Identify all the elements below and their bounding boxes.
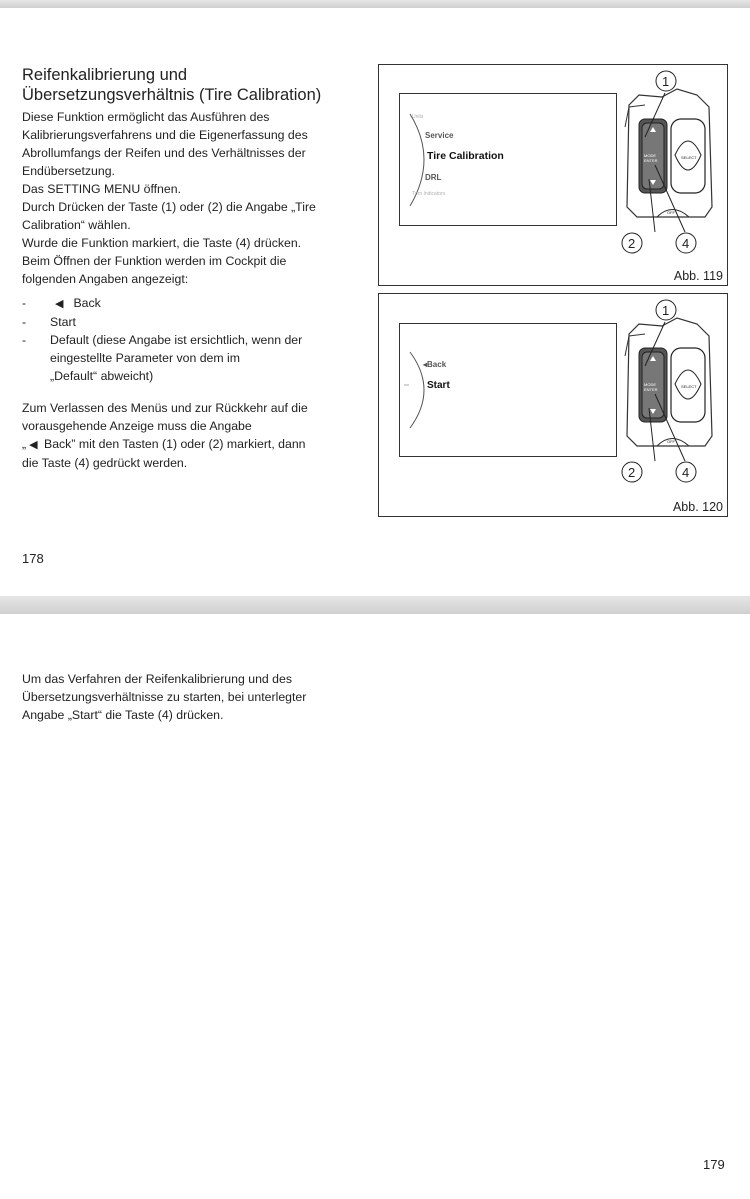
menu-item-units: Units	[412, 114, 424, 120]
text-line: Abrollumfangs der Reifen und des Verhält…	[22, 146, 306, 160]
list-item-default: - Default (diese Angabe ist ersichtlich,…	[22, 331, 372, 385]
start-paragraph: Um das Verfahren der Reifenkalibrierung …	[22, 670, 382, 724]
text-line: Um das Verfahren der Reifenkalibrierung …	[22, 672, 293, 686]
dashboard-display: Units Service Tire Calibration DRL Turn …	[399, 93, 617, 226]
dashboard-display: ◂Back Start	[399, 323, 617, 457]
intro-paragraph: Diese Funktion ermöglicht das Ausführen …	[22, 108, 372, 288]
menu-item-service: Service	[425, 131, 454, 140]
text-line: folgenden Angaben angezeigt:	[22, 272, 189, 286]
page-top-separator	[0, 0, 750, 8]
list-item-label: „Default“ abweicht)	[50, 369, 154, 383]
list-item-label: Back	[73, 296, 101, 310]
callout-4: 4	[682, 465, 689, 480]
list-item-back: - ◀ Back	[22, 294, 372, 313]
back-arrow-icon: ◀	[29, 439, 38, 451]
text-fragment: Back” mit den Tasten (1) oder (2) markie…	[40, 437, 306, 451]
text-line: Wurde die Funktion markiert, die Taste (…	[22, 236, 302, 250]
callout-2: 2	[628, 236, 635, 251]
text-line: Durch Drücken der Taste (1) oder (2) die…	[22, 200, 316, 214]
switch-off-label: OFF	[667, 210, 676, 215]
menu-item-start: Start	[427, 380, 450, 391]
list-dash: -	[22, 333, 27, 347]
switch-enter-label: ENTER	[644, 387, 658, 392]
text-line: die Taste (4) gedrückt werden.	[22, 456, 188, 470]
text-line: Beim Öffnen der Funktion werden im Cockp…	[22, 254, 287, 268]
handlebar-switch-illustration: MODE ENTER SELECT OFF 1 2 4	[621, 70, 713, 254]
text-line: Das SETTING MENU öffnen.	[22, 182, 181, 196]
figure-119: Units Service Tire Calibration DRL Turn …	[378, 64, 728, 286]
text-line: Diese Funktion ermöglicht das Ausführen …	[22, 110, 270, 124]
switch-mode-label: MODE	[644, 382, 656, 387]
figure-caption: Abb. 119	[673, 269, 723, 283]
menu-item-turn-indicators: Turn Indicators	[412, 191, 446, 197]
callout-1: 1	[662, 74, 669, 89]
quote-mark: „	[22, 437, 27, 451]
list-item-label: Start	[50, 315, 76, 329]
switch-mode-label: MODE	[644, 153, 656, 158]
list-dash: -	[22, 315, 27, 329]
switch-select-label: SELECT	[681, 155, 697, 160]
menu-item-tire-calibration: Tire Calibration	[427, 150, 504, 162]
list-dash: -	[22, 296, 27, 310]
text-line: Endübersetzung.	[22, 164, 115, 178]
text-line: Angabe „Start“ die Taste (4) drücken.	[22, 708, 224, 722]
back-arrow-icon: ◀	[55, 298, 64, 310]
text-line: vorausgehende Anzeige muss die Angabe	[22, 419, 252, 433]
exit-paragraph: Zum Verlassen des Menüs und zur Rückkehr…	[22, 399, 372, 472]
menu-arc	[409, 113, 425, 207]
page-number: 178	[22, 551, 44, 566]
heading-line: Übersetzungsverhältnis (Tire Calibration…	[22, 86, 322, 104]
page-179	[0, 614, 750, 1199]
switch-select-label: SELECT	[681, 384, 697, 389]
callout-2: 2	[628, 465, 635, 480]
heading-line: Reifenkalibrierung und	[22, 66, 188, 84]
text-line: Kalibrierungsverfahrens und die Eigenerf…	[22, 128, 308, 142]
section-heading: Reifenkalibrierung und Übersetzungsverhä…	[22, 65, 362, 105]
switch-off-label: OFF	[667, 439, 676, 444]
text-line: Zum Verlassen des Menüs und zur Rückkehr…	[22, 401, 308, 415]
switch-enter-label: ENTER	[644, 158, 658, 163]
figure-120: ◂Back Start MODE ENTER SELECT OFF 1 2 4 …	[378, 293, 728, 517]
menu-arc	[404, 351, 425, 429]
menu-item-drl: DRL	[425, 173, 442, 182]
text-line: Übersetzungsverhältnisse zu starten, bei…	[22, 690, 307, 704]
options-list: - ◀ Back - Start - Default (diese Angabe …	[22, 294, 372, 385]
handlebar-switch-illustration: MODE ENTER SELECT OFF 1 2 4	[621, 299, 713, 483]
menu-item-back: ◂Back	[423, 360, 447, 369]
text-line: Calibration“ wählen.	[22, 218, 131, 232]
page-number: 179	[703, 1157, 725, 1172]
list-item-start: - Start	[22, 313, 372, 331]
figure-caption: Abb. 120	[672, 500, 723, 514]
callout-1: 1	[662, 303, 669, 318]
page-separator	[0, 596, 750, 614]
list-item-label: Default (diese Angabe ist ersichtlich, w…	[50, 333, 303, 347]
callout-4: 4	[682, 236, 689, 251]
list-item-label: eingestellte Parameter von dem im	[50, 351, 241, 365]
text-line: „◀ Back” mit den Tasten (1) oder (2) mar…	[22, 435, 372, 454]
